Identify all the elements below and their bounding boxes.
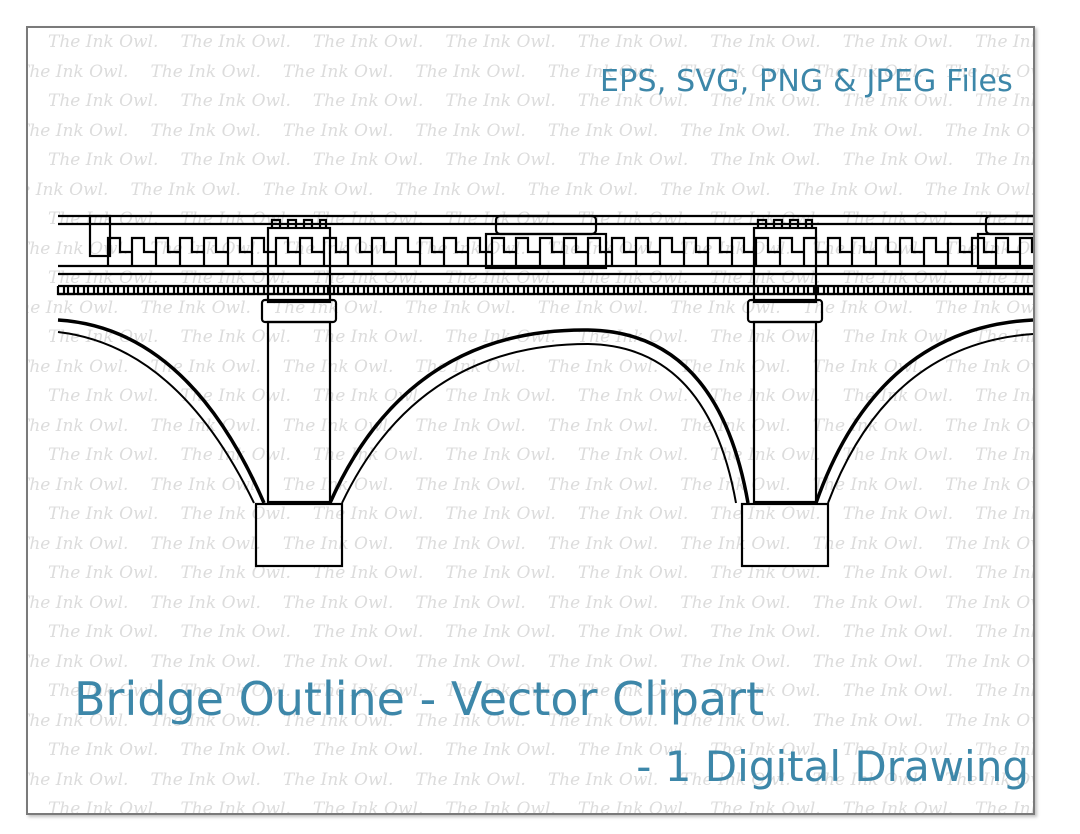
watermark-row: The Ink Owl.The Ink Owl.The Ink Owl.The … [48, 563, 1033, 583]
watermark-row: The Ink Owl.The Ink Owl.The Ink Owl.The … [28, 769, 1033, 790]
watermark-row: The Ink Owl.The Ink Owl.The Ink Owl.The … [48, 504, 1033, 524]
watermark-row: The Ink Owl.The Ink Owl.The Ink Owl.The … [28, 474, 1033, 495]
watermark-row: The Ink Owl.The Ink Owl.The Ink Owl.The … [28, 120, 1033, 141]
watermark-row: The Ink Owl.The Ink Owl.The Ink Owl.The … [48, 740, 1033, 760]
bridge-illustration [56, 214, 1033, 568]
watermark-row: The Ink Owl.The Ink Owl.The Ink Owl.The … [48, 622, 1033, 642]
watermark-row: The Ink Owl.The Ink Owl.The Ink Owl.The … [28, 415, 1033, 436]
watermark-row: The Ink Owl.The Ink Owl.The Ink Owl.The … [28, 61, 1033, 82]
file-formats-text: EPS, SVG, PNG & JPEG Files [600, 64, 1013, 99]
watermark-row: The Ink Owl.The Ink Owl.The Ink Owl.The … [48, 386, 1033, 406]
watermark-row: The Ink Owl.The Ink Owl.The Ink Owl.The … [28, 533, 1033, 554]
watermark-row: The Ink Owl.The Ink Owl.The Ink Owl.The … [28, 710, 1033, 731]
watermark-row: The Ink Owl.The Ink Owl.The Ink Owl.The … [28, 179, 1033, 200]
preview-frame: The Ink Owl.The Ink Owl.The Ink Owl.The … [26, 26, 1035, 815]
title-line-1: Bridge Outline - Vector Clipart [74, 672, 765, 726]
watermark-row: The Ink Owl.The Ink Owl.The Ink Owl.The … [48, 150, 1033, 170]
watermark-row: The Ink Owl.The Ink Owl.The Ink Owl.The … [48, 91, 1033, 111]
watermark-row: The Ink Owl.The Ink Owl.The Ink Owl.The … [28, 592, 1033, 613]
watermark-row: The Ink Owl.The Ink Owl.The Ink Owl.The … [48, 799, 1033, 813]
watermark-row: The Ink Owl.The Ink Owl.The Ink Owl.The … [28, 651, 1033, 672]
watermark-pattern: The Ink Owl.The Ink Owl.The Ink Owl.The … [28, 28, 1033, 813]
title-line-2: - 1 Digital Drawing [636, 742, 1029, 791]
watermark-row: The Ink Owl.The Ink Owl.The Ink Owl.The … [48, 32, 1033, 52]
watermark-row: The Ink Owl.The Ink Owl.The Ink Owl.The … [48, 681, 1033, 701]
watermark-row: The Ink Owl.The Ink Owl.The Ink Owl.The … [48, 445, 1033, 465]
